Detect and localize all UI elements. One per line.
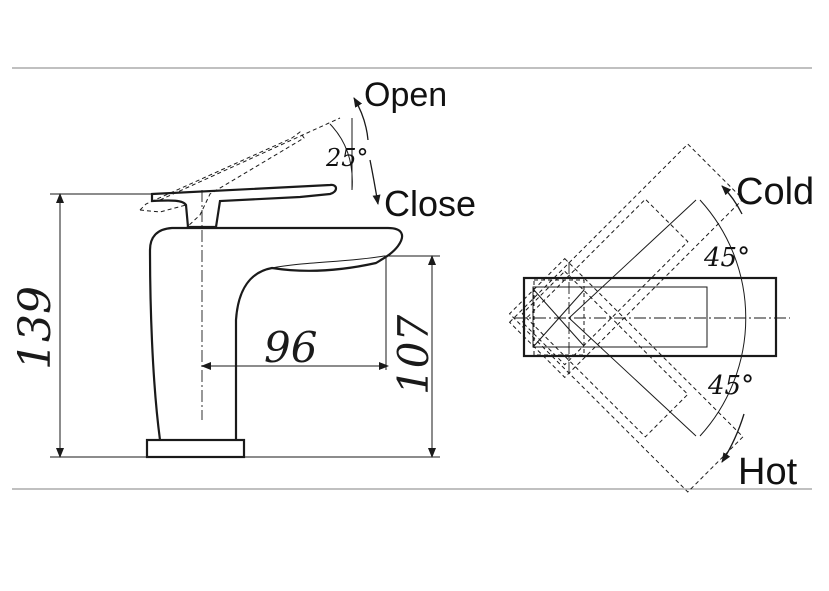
dim-reach-label: 96: [264, 323, 317, 372]
lever-top-hot-dashed: [508, 257, 744, 493]
lever-open-dashed: [139, 131, 305, 229]
spout-underside: [271, 255, 385, 269]
lever-angle-arc: [329, 123, 353, 191]
hot-angle-label: 45°: [707, 371, 754, 401]
lever-top-cold-dashed: [508, 143, 744, 379]
close-label: Close: [384, 183, 476, 224]
lever-closed: [150, 183, 338, 229]
cold-label: Cold: [736, 171, 814, 213]
cold-angle-ref: [568, 199, 697, 319]
base-top: [533, 279, 585, 356]
dim-spout-height-label: 107: [389, 315, 438, 395]
lever-top-cold-inner: [521, 198, 689, 366]
top-view: Cold Hot 45° 45°: [508, 143, 814, 493]
open-arrow: [353, 97, 369, 141]
close-arrow: [369, 159, 381, 205]
cold-angle-label: 45°: [703, 243, 750, 273]
faucet-base: [145, 438, 246, 459]
lever-angle-label: 25°: [325, 144, 369, 172]
cold-arrow: [721, 185, 743, 215]
dim-height-label: 139: [10, 286, 61, 370]
hot-arrow: [721, 413, 745, 463]
lever-top-inner: [532, 286, 708, 348]
lever-open-top-edge: [159, 117, 341, 201]
open-label: Open: [364, 76, 447, 114]
hot-label: Hot: [738, 451, 798, 493]
side-view: 139 96 107 Open Close 25°: [10, 76, 476, 459]
rotation-arc: [699, 199, 747, 437]
lever-top-hot-inner: [521, 270, 689, 438]
hot-angle-ref: [568, 317, 697, 437]
